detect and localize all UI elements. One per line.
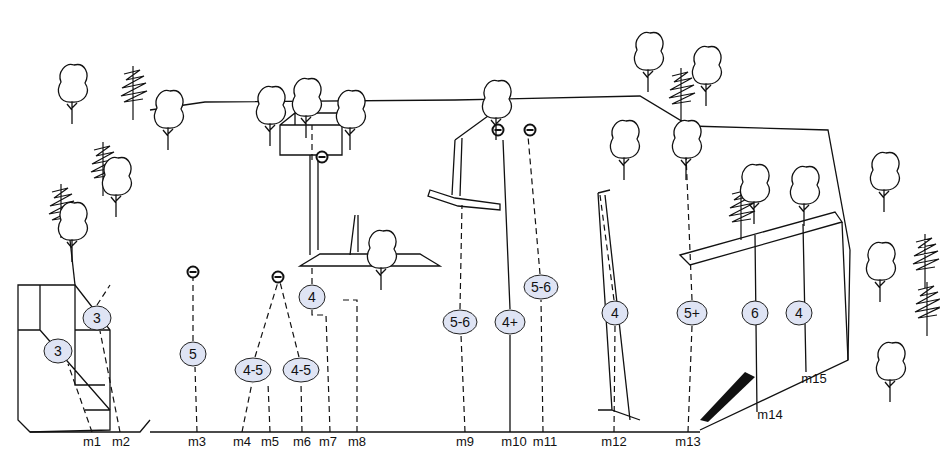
grade-text: 4-5 xyxy=(243,363,263,377)
grade-oval: 4-5 xyxy=(234,357,272,383)
route-label: m10 xyxy=(501,435,526,448)
oval-shape xyxy=(180,342,206,366)
grade-text: 5+ xyxy=(684,306,700,320)
route-label: m8 xyxy=(348,435,366,448)
oval-shape xyxy=(524,275,558,299)
grade-oval: 4 xyxy=(785,300,813,326)
grade-text: 4+ xyxy=(502,315,518,329)
trees xyxy=(49,32,940,402)
oval-shape xyxy=(44,339,72,363)
oval-shape xyxy=(443,310,477,334)
grade-text: 3 xyxy=(93,311,101,325)
route-label: m2 xyxy=(112,435,130,448)
grade-oval: 4-5 xyxy=(282,357,320,383)
black-wedge xyxy=(700,372,755,422)
rock-outline xyxy=(18,96,850,432)
route-label: m11 xyxy=(533,435,557,448)
route-label: m13 xyxy=(675,435,700,448)
grade-oval: 5+ xyxy=(676,300,708,326)
oval-shape xyxy=(786,301,812,325)
grade-text: 4 xyxy=(611,306,619,320)
grade-oval: 4 xyxy=(298,284,326,310)
bolts xyxy=(188,125,536,283)
route-label: m9 xyxy=(456,435,474,448)
grade-text: 4 xyxy=(308,290,316,304)
grade-text: 3 xyxy=(54,344,62,358)
route-label: m4 xyxy=(233,435,251,448)
route-label: m12 xyxy=(601,435,626,448)
route-label: m3 xyxy=(188,435,206,448)
grade-text: 6 xyxy=(751,306,759,320)
oval-shape xyxy=(83,306,111,330)
oval-shape xyxy=(495,310,525,334)
grade-oval: 4+ xyxy=(494,309,526,335)
route-label: m1 xyxy=(83,435,101,448)
grade-oval: 6 xyxy=(741,300,769,326)
route-label: m5 xyxy=(261,435,279,448)
oval-shape xyxy=(235,358,271,382)
grade-oval: 5 xyxy=(179,341,207,367)
grade-text: 5-6 xyxy=(450,315,470,329)
grade-oval: 5-6 xyxy=(442,309,478,335)
route-label: m14 xyxy=(757,408,782,421)
grade-oval: 3 xyxy=(82,305,112,331)
grade-text: 4-5 xyxy=(291,363,311,377)
grade-text: 5-6 xyxy=(531,280,551,294)
route-lines-solid xyxy=(503,140,510,432)
grade-text: 5 xyxy=(189,347,197,361)
oval-shape xyxy=(299,285,325,309)
route-label: m6 xyxy=(293,435,311,448)
grade-text: 4 xyxy=(795,306,803,320)
grade-oval: 3 xyxy=(43,338,73,364)
grade-oval: 4 xyxy=(601,300,629,326)
route-label: m7 xyxy=(319,435,337,448)
oval-shape xyxy=(602,301,628,325)
oval-shape xyxy=(677,301,707,325)
oval-shape xyxy=(283,358,319,382)
oval-shape xyxy=(742,301,768,325)
route-label: m15 xyxy=(801,372,826,385)
route-lines xyxy=(68,125,692,432)
grade-oval: 5-6 xyxy=(523,274,559,300)
